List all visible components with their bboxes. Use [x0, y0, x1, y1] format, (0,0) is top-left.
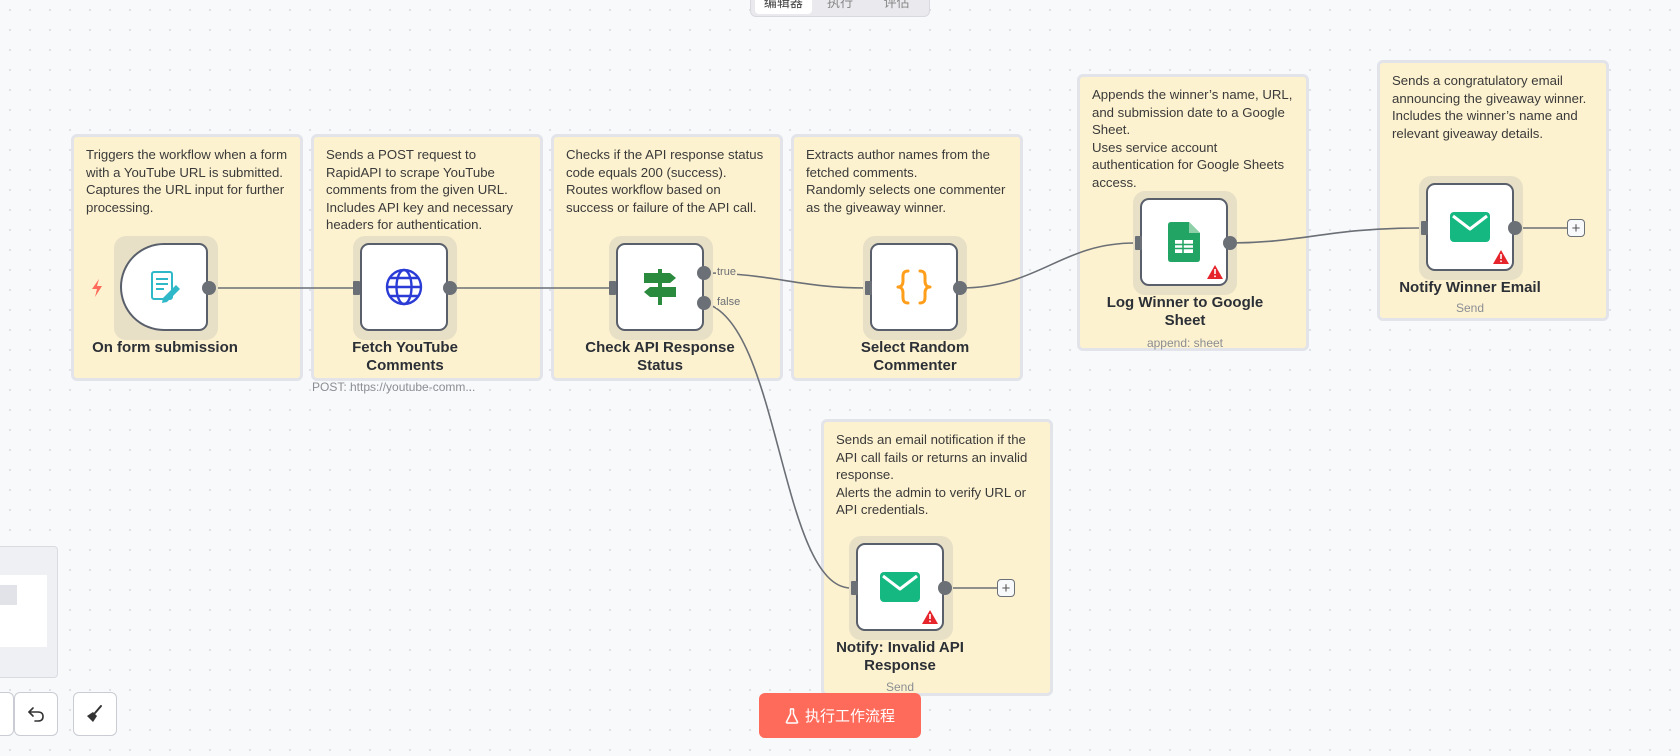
output-port[interactable]: [443, 281, 457, 295]
warning-icon: [922, 610, 938, 624]
warning-icon: [1493, 250, 1509, 264]
sticky-text: Checks if the API response status code e…: [566, 147, 764, 180]
undo-button[interactable]: [14, 692, 58, 736]
output-port[interactable]: [1508, 221, 1522, 235]
node-subtitle: Send: [1455, 301, 1485, 315]
node-title: On form submission: [92, 339, 238, 356]
trigger-bolt-icon: [92, 279, 102, 297]
output-port[interactable]: [938, 581, 952, 595]
node-title: Fetch YouTube Comments: [352, 339, 458, 374]
warning-icon: [1207, 265, 1223, 279]
sticky-text: Extracts author names from the fetched c…: [806, 147, 990, 180]
sticky-text: Sends an email notification if the API c…: [836, 432, 1028, 483]
sticky-text: Captures the URL input for further proce…: [86, 182, 285, 215]
execute-workflow-label: 执行工作流程: [804, 707, 895, 725]
node-title: Notify: Invalid API Response: [836, 639, 964, 674]
output-port[interactable]: [202, 281, 216, 295]
add-node-button[interactable]: +: [997, 579, 1015, 597]
tab-evaluations[interactable]: 评估: [883, 0, 910, 10]
tab-executions[interactable]: 执行: [827, 0, 854, 10]
branch-label-true: true: [716, 266, 737, 278]
sticky-text: Randomly selects one commenter as the gi…: [806, 182, 1006, 215]
tidy-up-button[interactable]: [73, 692, 117, 736]
input-port[interactable]: [1135, 236, 1142, 250]
sticky-text: Alerts the admin to verify URL or API cr…: [836, 484, 1027, 518]
sticky-text: Triggers the workflow when a form with a…: [86, 147, 288, 180]
add-node-button[interactable]: +: [1567, 219, 1585, 237]
sticky-text: Sends a congratulatory email announcing …: [1392, 73, 1587, 106]
node-check-api-response-status[interactable]: [616, 243, 704, 331]
input-port[interactable]: [865, 281, 872, 295]
minimap[interactable]: [0, 546, 58, 678]
input-port[interactable]: [851, 581, 858, 595]
output-port[interactable]: [953, 281, 967, 295]
node-log-winner-to-google-sheet[interactable]: [1140, 198, 1228, 286]
signpost-icon: [644, 269, 676, 305]
input-port[interactable]: [353, 281, 360, 295]
input-port[interactable]: [609, 281, 616, 295]
google-sheets-icon: [1168, 222, 1200, 262]
node-subtitle: POST: https://youtube-comm...: [312, 380, 476, 394]
input-port[interactable]: [1421, 221, 1428, 235]
node-on-form-submission[interactable]: [120, 243, 208, 331]
undo-icon: [28, 707, 44, 722]
node-title: Notify Winner Email: [1399, 279, 1541, 296]
email-icon: [1450, 212, 1490, 242]
sticky-text: Uses service account authentication for …: [1092, 139, 1285, 190]
sticky-text: Includes the winner’s name and relevant …: [1392, 108, 1578, 141]
node-subtitle: Send: [885, 680, 915, 694]
execute-workflow-button[interactable]: 执行工作流程: [759, 693, 921, 738]
view-tabs: 编辑器 执行 评估: [750, 0, 930, 17]
broom-icon: [87, 705, 102, 722]
node-fetch-youtube-comments[interactable]: [360, 243, 448, 331]
code-braces-icon: [896, 269, 932, 305]
output-port-true[interactable]: [697, 266, 711, 280]
output-port-false[interactable]: [697, 296, 711, 310]
form-icon: [151, 271, 180, 303]
node-title: Check API Response Status: [585, 339, 735, 374]
email-icon: [880, 572, 920, 602]
globe-icon: [385, 268, 423, 306]
node-subtitle: append: sheet: [1146, 336, 1224, 350]
flask-icon: [785, 707, 799, 724]
node-notify-invalid-api-response[interactable]: [856, 543, 944, 631]
sticky-text: Includes API key and necessary headers f…: [326, 199, 513, 233]
output-port[interactable]: [1223, 236, 1237, 250]
minimap-node: [0, 585, 17, 605]
zoom-button[interactable]: [0, 692, 14, 736]
branch-label-false: false: [716, 296, 742, 308]
node-select-random-commenter[interactable]: [870, 243, 958, 331]
sticky-text: Appends the winner’s name, URL, and subm…: [1092, 87, 1293, 138]
node-title: Select Random Commenter: [860, 339, 970, 374]
tab-editor[interactable]: 编辑器: [755, 0, 812, 14]
node-notify-winner-email[interactable]: [1426, 183, 1514, 271]
node-title: Log Winner to Google Sheet: [1106, 294, 1264, 329]
sticky-text: Routes workflow based on success or fail…: [566, 182, 757, 215]
sticky-text: Sends a POST request to RapidAPI to scra…: [326, 147, 508, 198]
